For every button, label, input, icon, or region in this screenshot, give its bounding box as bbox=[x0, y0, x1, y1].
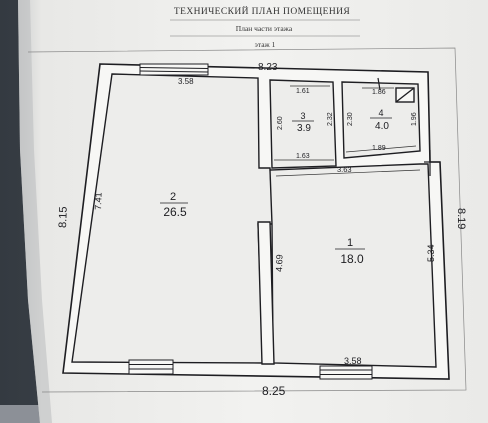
walls bbox=[62, 63, 450, 380]
paper-edge-shadow bbox=[18, 0, 52, 423]
dim-right-overall: 8.19 bbox=[455, 208, 467, 229]
room2-number: 2 bbox=[170, 191, 176, 203]
dim-room3-bottom: 1.63 bbox=[296, 153, 310, 160]
window-top bbox=[139, 63, 209, 76]
dim-room4-right: 1.96 bbox=[411, 112, 418, 126]
dim-room3-top: 1.61 bbox=[296, 88, 310, 95]
partition-wall bbox=[257, 221, 275, 365]
drawing-frame bbox=[27, 47, 467, 393]
plan-title: ТЕХНИЧЕСКИЙ ПЛАН ПОМЕЩЕНИЯ bbox=[174, 5, 350, 17]
wet-block bbox=[269, 79, 421, 169]
dim-top-window: 3.58 bbox=[178, 77, 194, 86]
dimension-lines bbox=[274, 85, 421, 177]
dim-room3-right: 2.32 bbox=[327, 112, 334, 126]
window-bottom-left bbox=[128, 359, 174, 375]
dim-room1-height: 5.34 bbox=[426, 244, 436, 262]
dim-room4-left: 2.30 bbox=[347, 112, 354, 126]
room1-number: 1 bbox=[347, 237, 353, 249]
dim-wet-block-bottom: 3.63 bbox=[337, 165, 352, 174]
window-bottom-right bbox=[319, 365, 373, 380]
dim-room2-height: 7.41 bbox=[93, 192, 104, 210]
room4-number: 4 bbox=[378, 108, 383, 118]
dim-bottom-overall: 8.25 bbox=[262, 384, 286, 398]
room2-area: 26.5 bbox=[163, 205, 187, 219]
dim-room4-top: 1.86 bbox=[372, 89, 386, 96]
dim-room3-left: 2.60 bbox=[277, 116, 284, 130]
dim-top-overall: 8.23 bbox=[258, 62, 278, 73]
floor-label: этаж 1 bbox=[255, 40, 276, 49]
room3-number: 3 bbox=[300, 111, 305, 121]
room3-area: 3.9 bbox=[297, 123, 311, 134]
plan-subtitle: План части этажа bbox=[236, 24, 293, 33]
shaft-diagonal bbox=[395, 87, 415, 103]
room1-area: 18.0 bbox=[340, 252, 364, 266]
dim-partition-height: 4.69 bbox=[274, 254, 285, 272]
dim-room4-bottom: 1.89 bbox=[372, 145, 386, 152]
dim-left-overall: 8.15 bbox=[57, 206, 70, 228]
dim-bottom-window: 3.58 bbox=[344, 356, 362, 366]
room3-interior bbox=[269, 79, 337, 169]
room4-area: 4.0 bbox=[375, 121, 389, 132]
